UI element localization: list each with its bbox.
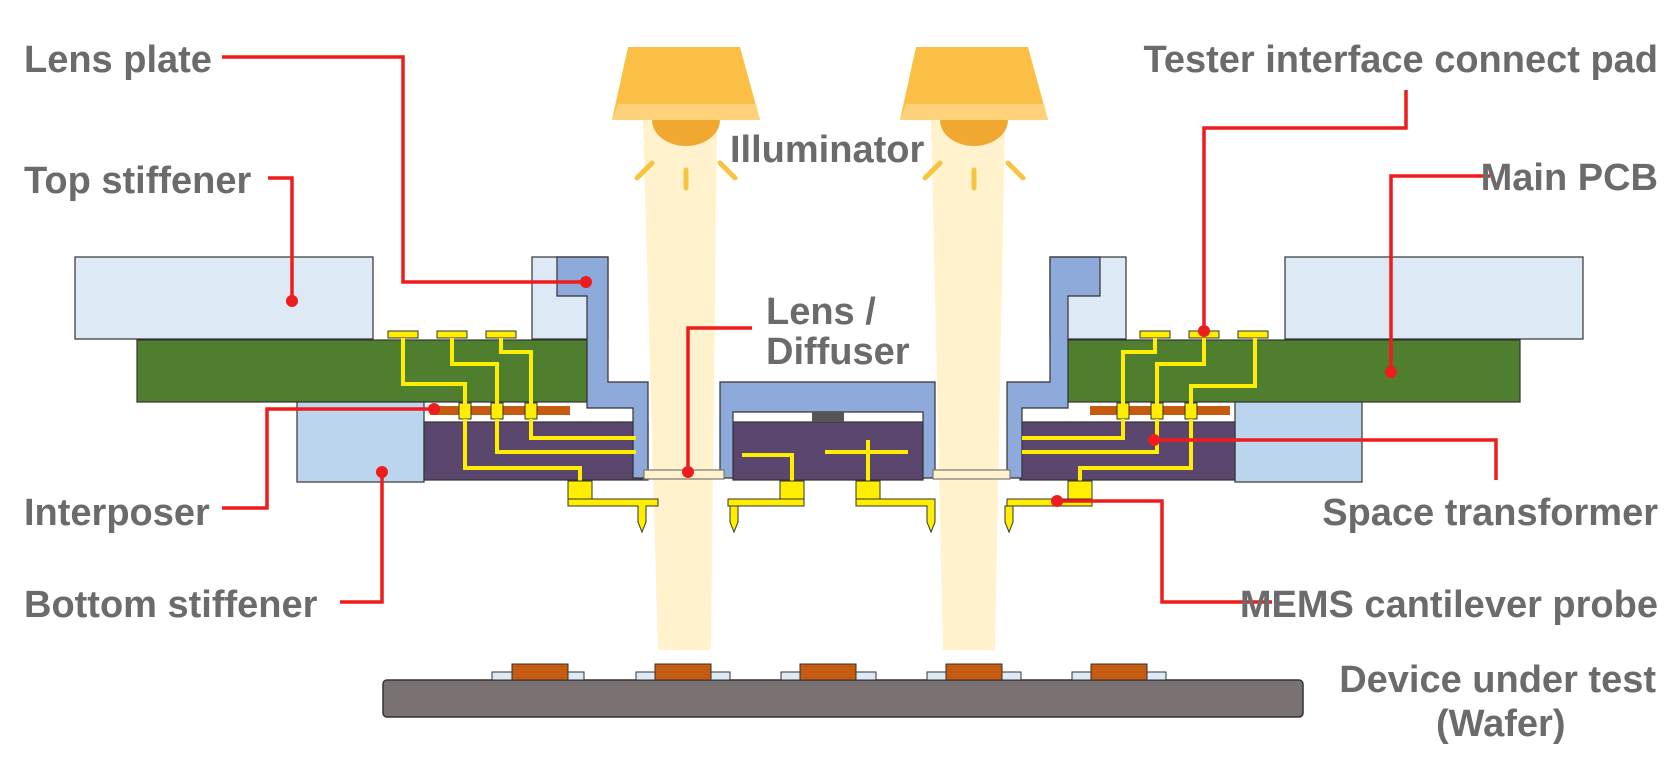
bottom-stiffener-left [296, 401, 425, 483]
illuminator-lamp-base [900, 104, 1048, 120]
label-mems-cantilever-probe: MEMS cantilever probe [1240, 584, 1658, 626]
label-interposer: Interposer [24, 492, 210, 534]
lens-plate-left [556, 256, 649, 479]
label-device-under-test: Device under test [1339, 659, 1656, 701]
label-lens-diffuser-1: Lens / [766, 291, 876, 333]
top-stiffener-left [74, 256, 374, 340]
label-bottom-stiffener: Bottom stiffener [24, 584, 318, 626]
main-pcb-right [1067, 339, 1521, 403]
interposer-pins-left [458, 402, 538, 420]
wafer-bond-pads [511, 663, 1148, 681]
main-pcb-left [136, 339, 588, 403]
right-light-beam [931, 120, 1005, 650]
lens-diffuser-right [932, 469, 1011, 480]
left-illuminator [612, 47, 760, 191]
light-ray-icon [922, 160, 1026, 191]
label-lens-diffuser-2: Diffuser [766, 331, 910, 373]
lens-plate-right [1006, 256, 1101, 479]
label-top-stiffener: Top stiffener [24, 160, 252, 202]
leader-lines [222, 55, 1498, 604]
mems-cantilever-probes [567, 480, 1093, 534]
label-tester-interface-connect-pad: Tester interface connect pad [1143, 39, 1658, 81]
illuminator-lamp-icon [612, 47, 760, 120]
illuminator-lamp-icon [900, 47, 1048, 120]
label-wafer: (Wafer) [1436, 703, 1565, 745]
light-beams [643, 120, 1005, 650]
wafer [382, 679, 1304, 718]
interposer-pins-right [1116, 402, 1198, 420]
illuminator-bulb [652, 120, 720, 146]
light-ray-icon [634, 160, 738, 191]
label-space-transformer: Space transformer [1322, 492, 1658, 534]
illuminator-lamp-base [612, 104, 760, 120]
routing-traces [401, 338, 1257, 488]
left-light-beam [643, 120, 717, 650]
right-illuminator [900, 47, 1048, 191]
top-stiffener-right [1284, 256, 1584, 340]
label-illuminator: Illuminator [730, 129, 924, 171]
bottom-stiffener-right [1234, 401, 1363, 483]
illuminator-bulb [940, 120, 1008, 146]
label-lens-plate: Lens plate [24, 39, 212, 81]
lens-plate-center-chip [812, 412, 844, 422]
device-under-test [382, 663, 1304, 718]
label-main-pcb: Main PCB [1481, 157, 1658, 199]
